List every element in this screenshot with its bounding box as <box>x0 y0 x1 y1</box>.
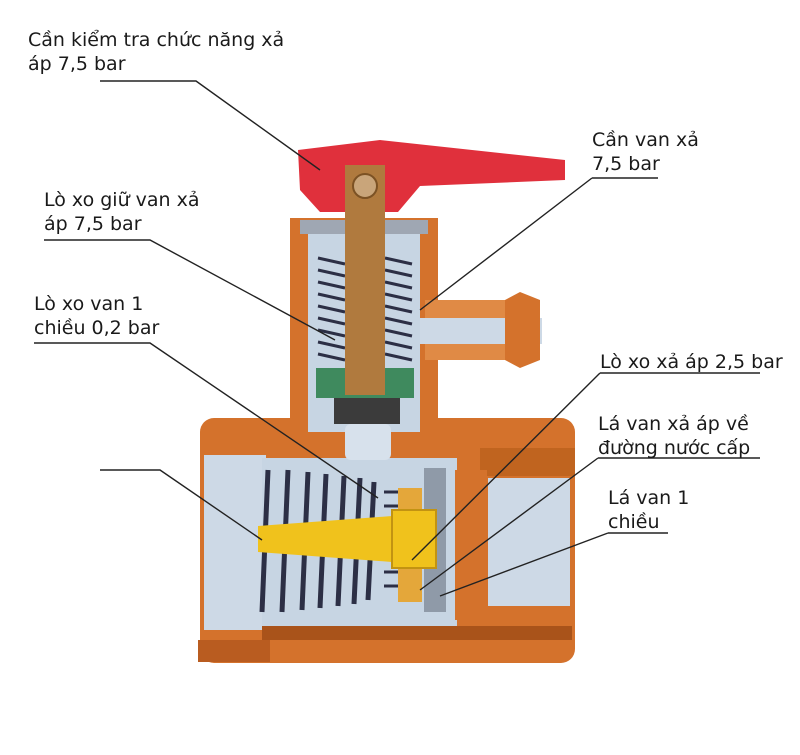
spring-7-5-right <box>384 256 413 362</box>
label-spring-0-2: Lò xo van 1 chiều 0,2 bar <box>34 292 159 340</box>
partition <box>455 470 487 620</box>
left-port-cavity <box>204 455 266 630</box>
label-test-lever-line1: Cần kiểm tra chức năng xả <box>28 29 285 51</box>
leader-check-disc <box>439 532 668 597</box>
valve-stem <box>345 165 385 395</box>
relief-plug <box>345 424 391 460</box>
label-relief-disc-line1: Lá van xả áp về <box>598 413 749 435</box>
piston-head <box>391 509 437 569</box>
label-test-lever-line2: áp 7,5 bar <box>28 53 126 75</box>
label-spring-7-5: Lò xo giữ van xả áp 7,5 bar <box>44 188 200 236</box>
red-lever <box>298 140 565 212</box>
label-spring-2-5: Lò xo xả áp 2,5 bar <box>600 350 783 374</box>
leader-lines <box>34 80 760 597</box>
leader-relief-disc <box>419 457 760 591</box>
label-valve-lever: Cần van xả 7,5 bar <box>592 128 699 176</box>
label-valve-lever-line2: 7,5 bar <box>592 153 660 175</box>
leader-spring-0-2 <box>34 342 379 499</box>
leader-valve-lever <box>419 177 658 311</box>
label-valve-lever-line1: Cần van xả <box>592 129 699 151</box>
right-flange <box>480 448 575 476</box>
label-spring-0-2-line2: chiều 0,2 bar <box>34 317 160 339</box>
right-port-cavity <box>488 478 570 606</box>
left-flange <box>198 640 270 662</box>
spring-7-5-left <box>317 256 346 362</box>
valve-body <box>198 418 575 663</box>
leader-test-lever <box>100 80 321 171</box>
spring-7-5-bar <box>317 256 413 362</box>
outlet-ridge <box>505 292 540 368</box>
label-spring-0-2-line1: Lò xo van 1 <box>34 293 144 315</box>
bottom-wall-shadow <box>262 626 572 640</box>
label-check-disc-line1: Lá van 1 <box>608 487 690 509</box>
label-spring-7-5-line2: áp 7,5 bar <box>44 213 142 235</box>
label-test-lever: Cần kiểm tra chức năng xả áp 7,5 bar <box>28 28 284 76</box>
piston-shaft <box>258 516 392 562</box>
label-check-disc-line2: chiều <box>608 511 660 533</box>
spring-2-5-coils <box>384 490 404 588</box>
leader-spring-2-5 <box>411 372 760 561</box>
spring-2-5-bar <box>384 490 404 588</box>
label-relief-disc: Lá van xả áp về đường nước cấp <box>598 412 750 460</box>
label-spring-7-5-line1: Lò xo giữ van xả <box>44 189 200 211</box>
leader-spring-7-5 <box>44 239 336 341</box>
stem-pin <box>352 173 378 199</box>
label-spring-2-5-line1: Lò xo xả áp 2,5 bar <box>600 351 783 373</box>
relief-seat <box>334 398 400 424</box>
leader-body <box>100 469 263 541</box>
label-check-disc: Lá van 1 chiều <box>608 486 689 534</box>
label-relief-disc-line2: đường nước cấp <box>598 437 751 459</box>
